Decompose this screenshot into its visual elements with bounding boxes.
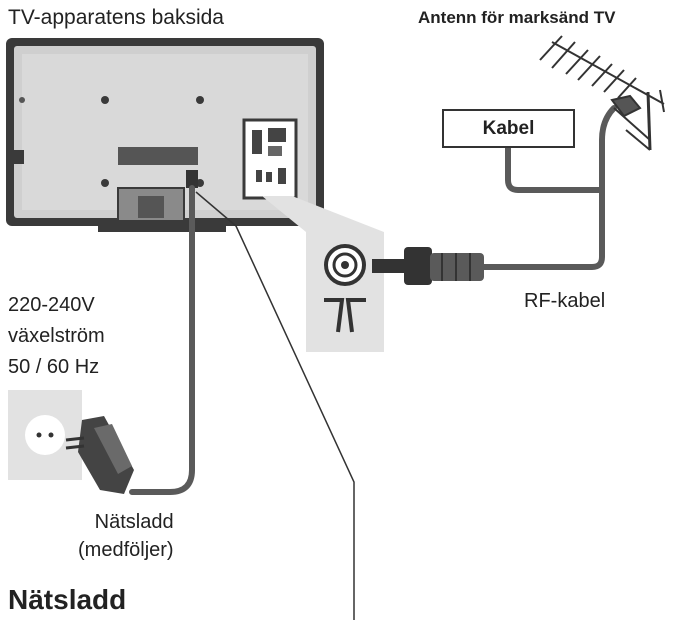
power-cord-caption: Nätsladd (medföljer) bbox=[78, 508, 174, 564]
voltage-label: 220-240V bbox=[8, 294, 95, 316]
frequency-label: 50 / 60 Hz bbox=[8, 356, 100, 378]
antenna-icon bbox=[539, 35, 665, 151]
tv-back-panel bbox=[6, 38, 324, 232]
leader-line bbox=[195, 191, 355, 620]
cable-branches bbox=[505, 105, 617, 193]
rf-cable-label: RF-kabel bbox=[524, 290, 606, 312]
supplied-label: (medföljer) bbox=[78, 539, 174, 561]
antenna-symbol-icon bbox=[324, 298, 366, 333]
power-cord-label: Nätsladd bbox=[94, 511, 174, 533]
ac-current-label: växelström bbox=[8, 325, 105, 347]
cable-box-label: Kabel bbox=[442, 109, 575, 148]
antenna-label: Antenn för marksänd TV bbox=[418, 8, 616, 27]
rf-cable bbox=[372, 187, 605, 285]
power-plug-icon bbox=[65, 416, 134, 494]
wall-socket-icon bbox=[8, 390, 82, 480]
power-spec: 220-240V växelström 50 / 60 Hz bbox=[8, 290, 105, 383]
connector-panel bbox=[242, 118, 298, 200]
callout-pointer bbox=[262, 196, 384, 232]
section-heading: Nätsladd bbox=[8, 584, 127, 615]
power-cord bbox=[129, 170, 198, 495]
rf-socket bbox=[324, 244, 366, 286]
tv-back-label: TV-apparatens baksida bbox=[8, 6, 224, 29]
